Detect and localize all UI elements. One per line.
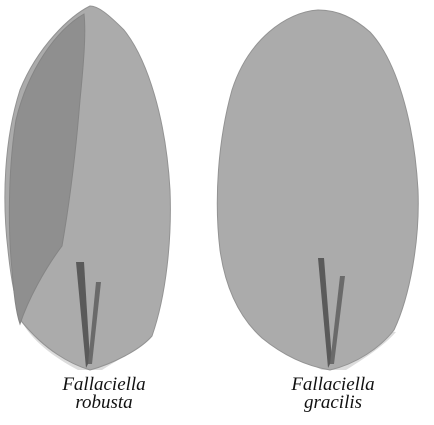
caption-robusta-species: robusta [29,394,179,412]
caption-gracilis-species: gracilis [258,394,408,412]
caption-gracilis: Fallaciella gracilis [258,376,408,412]
leaf-gracilis-lamina [217,10,418,370]
leaf-gracilis [217,10,418,370]
leaf-robusta [5,6,170,370]
caption-robusta: Fallaciella robusta [29,376,179,412]
